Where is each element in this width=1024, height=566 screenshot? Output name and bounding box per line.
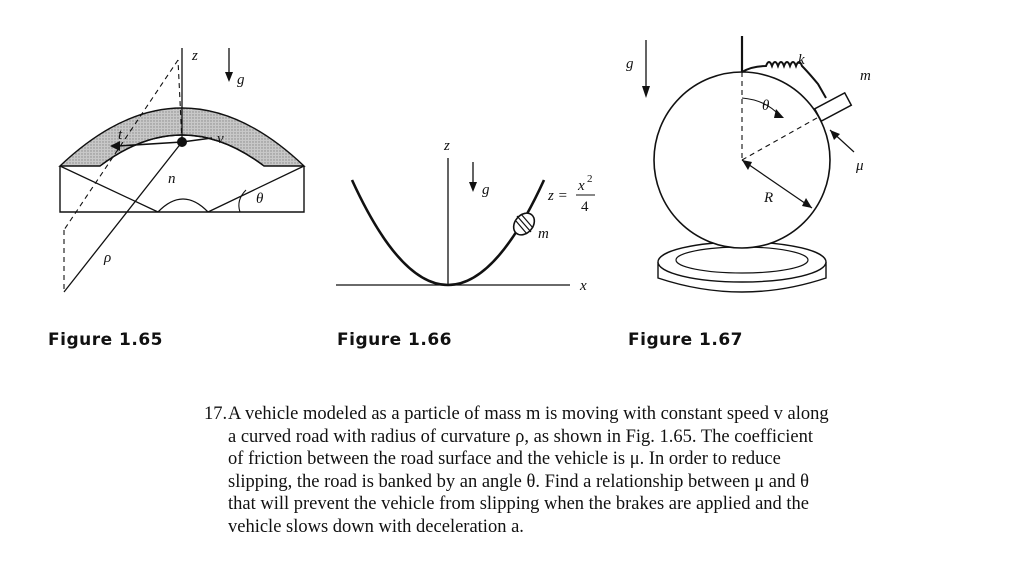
- caption-figure-1-67: Figure 1.67: [628, 330, 743, 350]
- bead-mass: [512, 212, 536, 236]
- equation-lhs: z =: [547, 188, 568, 204]
- z-axis-label: z: [443, 138, 450, 154]
- mass-block: [813, 91, 853, 123]
- road-base-frame: [59, 166, 305, 213]
- radius-arrow: [741, 159, 813, 209]
- m-label: m: [538, 226, 549, 242]
- v-label: v: [217, 131, 224, 147]
- sphere-base: [657, 241, 827, 293]
- problem-line-2: a curved road with radius of curvature ρ…: [228, 426, 813, 447]
- equation-exponent: 2: [587, 173, 593, 185]
- problem-number: 17.: [204, 404, 228, 424]
- n-label: n: [168, 171, 176, 187]
- dashed-radius: [741, 113, 825, 161]
- spring: [741, 61, 827, 99]
- problem-line-4: slipping, the road is banked by an angle…: [228, 471, 809, 492]
- m-label: m: [860, 68, 871, 84]
- equation-numerator: x: [577, 178, 585, 194]
- rho-label: ρ: [103, 250, 111, 266]
- banked-road-diagram: θ z g t v n ρ: [58, 48, 306, 293]
- problem-17: 17. A vehicle modeled as a particle of m…: [204, 403, 964, 538]
- right-bank-line: [207, 165, 305, 213]
- problem-line-6: vehicle slows down with deceleration a.: [228, 516, 524, 537]
- mu-label: μ: [855, 158, 864, 174]
- theta-label: θ: [256, 191, 264, 207]
- R-label: R: [763, 190, 773, 206]
- figure-1-67: g θ R k m μ: [620, 0, 920, 320]
- figure-1-65: θ z g t v n ρ: [0, 0, 320, 320]
- k-label: k: [798, 52, 805, 68]
- g-label: g: [482, 182, 490, 198]
- g-label: g: [237, 72, 245, 88]
- z-axis-label: z: [191, 48, 198, 64]
- problem-line-1: A vehicle modeled as a particle of mass …: [228, 404, 829, 424]
- left-bank-line: [59, 165, 159, 213]
- theta-label: θ: [762, 98, 770, 114]
- caption-figure-1-66: Figure 1.66: [337, 330, 452, 350]
- dashed-plane-line: [63, 59, 179, 231]
- parabola-diagram: x z g m z = x 2 4: [336, 138, 595, 294]
- g-label: g: [626, 56, 634, 72]
- caption-figure-1-65: Figure 1.65: [48, 330, 163, 350]
- equation-denominator: 4: [581, 199, 589, 215]
- problem-line-3: of friction between the road surface and…: [228, 449, 781, 469]
- tangent-vector: [117, 141, 183, 147]
- sphere-spring-diagram: g θ R k m μ: [626, 36, 871, 293]
- velocity-vector: [181, 137, 213, 143]
- figure-1-66: x z g m z = x 2 4: [330, 120, 610, 310]
- radius-of-curvature-line: [63, 141, 183, 293]
- x-axis-label: x: [579, 278, 587, 294]
- t-label: t: [118, 127, 123, 143]
- problem-line-5: that will prevent the vehicle from slipp…: [228, 494, 810, 514]
